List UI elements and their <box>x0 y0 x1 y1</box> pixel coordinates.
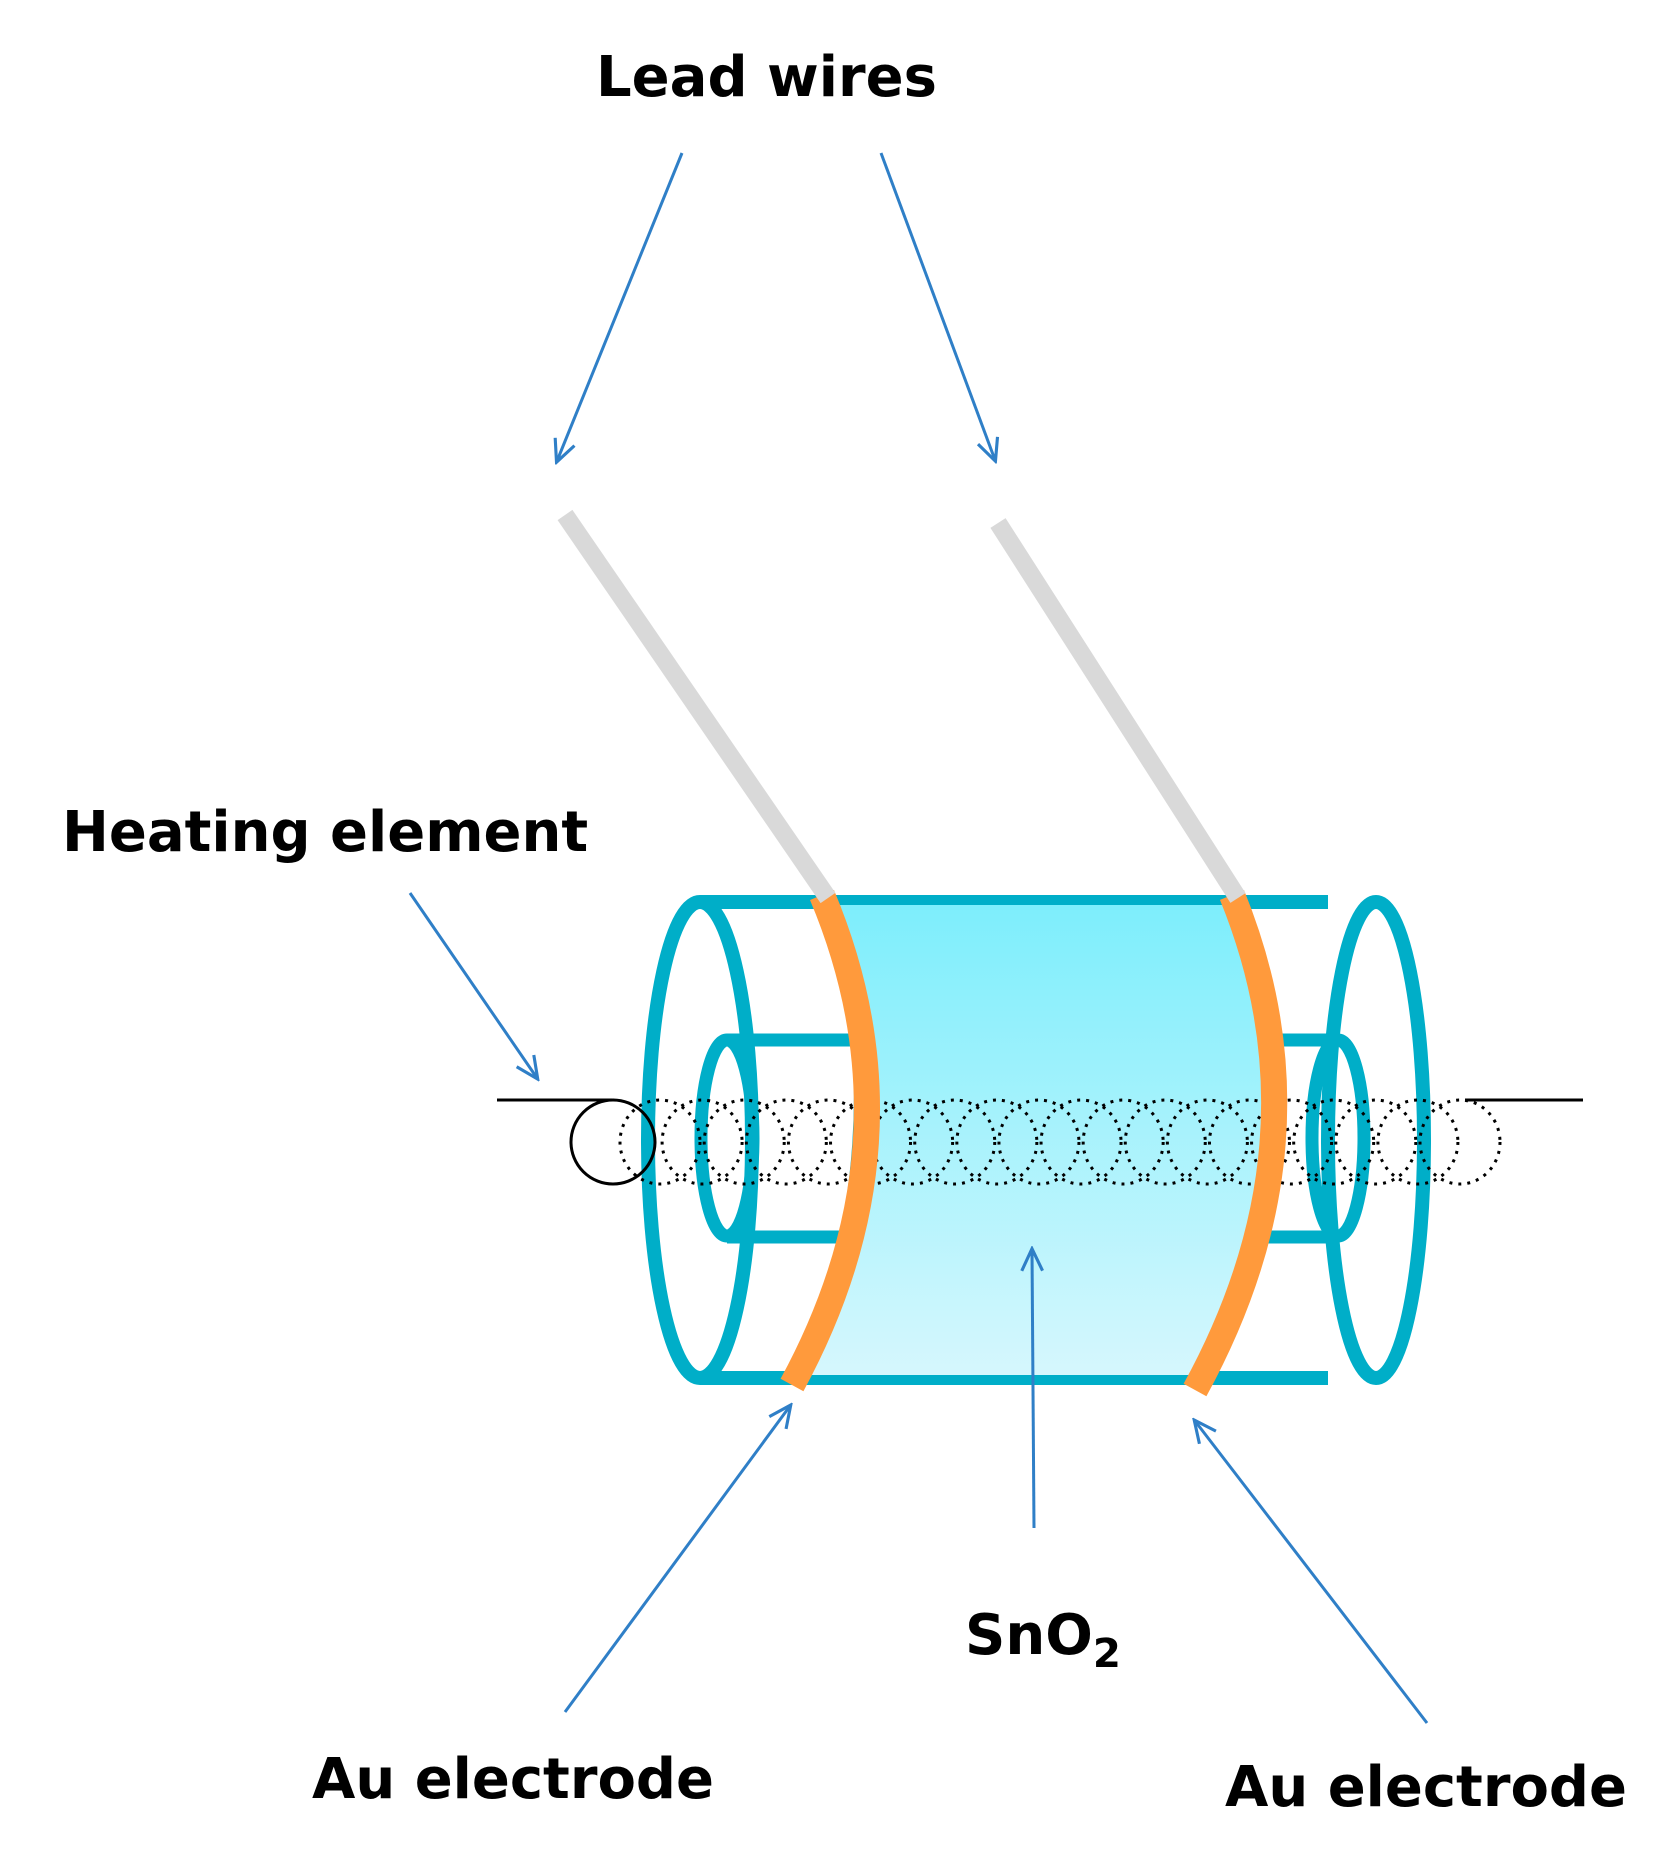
heater-coil-loop <box>1165 1098 1249 1186</box>
heater-coil-loop <box>1418 1098 1502 1186</box>
outer-tube-right-end <box>1321 895 1431 1385</box>
label-au-electrode-right: Au electrode <box>1225 1755 1627 1820</box>
heater-coil-loop <box>702 1098 786 1186</box>
heater-coil-loop <box>1039 1098 1123 1186</box>
label-heating-element: Heating element <box>62 800 589 865</box>
label-lead-wires: Lead wires <box>596 45 937 110</box>
lead-wire-left <box>557 509 836 904</box>
heater-coil-outer-loop <box>569 1098 657 1186</box>
heater-coil <box>618 1098 1502 1186</box>
label-sno2-main: SnO <box>965 1603 1093 1668</box>
heater-coil-loop <box>618 1098 702 1186</box>
arrows <box>408 152 1429 1724</box>
au-electrode-right <box>1183 890 1288 1397</box>
heater-coil-loop <box>1123 1098 1207 1186</box>
heater-coil-loop <box>997 1098 1081 1186</box>
heater-coil-loop <box>1292 1098 1376 1186</box>
heater-coil-loop <box>1081 1098 1165 1186</box>
label-au-electrode-left: Au electrode <box>312 1747 714 1812</box>
label-sno2-subscript: 2 <box>1092 1629 1121 1677</box>
heater-coil-loop <box>955 1098 1039 1186</box>
heater-coil-loop <box>744 1098 828 1186</box>
heater-coil-loop <box>660 1098 744 1186</box>
label-sno2: SnO2 <box>965 1608 1121 1674</box>
arrow-lead-wire-right <box>879 152 995 460</box>
au-electrode-left <box>780 889 880 1392</box>
arrow-sno2 <box>1032 1250 1034 1529</box>
lead-wire-right <box>990 518 1246 903</box>
heater-coil-loop <box>1250 1098 1334 1186</box>
heater-coil-loop <box>1376 1098 1460 1186</box>
arrow-heating-element <box>408 892 537 1078</box>
arrow-au-electrode-right <box>1195 1421 1429 1724</box>
arrow-au-electrode-left <box>563 1406 790 1713</box>
heater-coil-loop <box>1207 1098 1291 1186</box>
heating-element <box>497 1098 1583 1186</box>
arrow-lead-wire-left <box>557 152 684 461</box>
heater-coil-loop <box>913 1098 997 1186</box>
inner-tube-right-end <box>1305 1033 1371 1243</box>
heater-coil-loop <box>1334 1098 1418 1186</box>
